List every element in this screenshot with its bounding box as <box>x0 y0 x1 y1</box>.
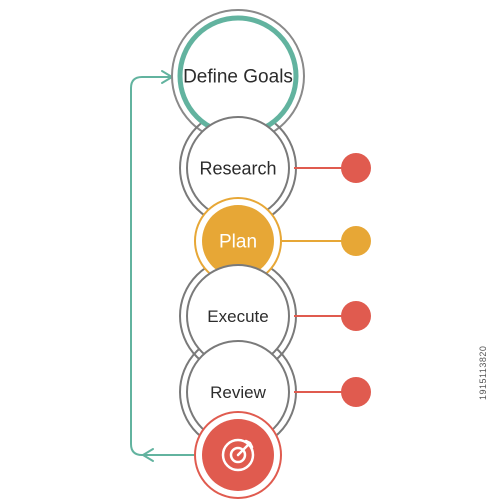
step-marker-dot <box>341 153 371 183</box>
target-icon <box>221 438 255 472</box>
step-label-research: Research <box>199 158 276 178</box>
loop-arrow <box>130 76 196 456</box>
step-label-review: Review <box>210 383 266 402</box>
step-marker-dot <box>341 301 371 331</box>
loop-arrowhead-bottom <box>142 448 154 462</box>
step-label-define-goals: Define Goals <box>183 67 293 88</box>
step-marker-dot <box>341 226 371 256</box>
step-label-execute: Execute <box>207 307 268 326</box>
image-id-watermark: 1915113820 <box>478 345 488 400</box>
step-marker-dot <box>341 377 371 407</box>
plan-node <box>202 205 274 277</box>
step-label-plan: Plan <box>219 232 257 253</box>
